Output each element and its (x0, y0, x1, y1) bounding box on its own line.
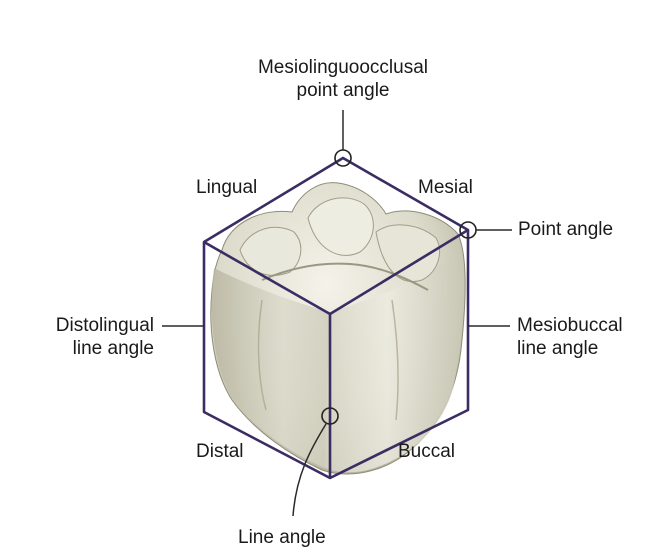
marker-line-angle (321, 407, 339, 425)
label-distolingual-line1: Distolingual (55, 315, 154, 336)
label-mesial: Mesial (418, 177, 473, 198)
label-mesiobuccal-line2: line angle (517, 338, 599, 359)
tooth-cusp-distal (375, 224, 440, 283)
label-mesiolinguoocclusal-line2: point angle (296, 80, 390, 101)
label-line-angle: Line angle (238, 527, 326, 548)
label-distolingual: Distolingual line angle (20, 314, 154, 360)
label-mesiolinguoocclusal-line1: Mesiolinguoocclusal (257, 57, 429, 78)
label-distal: Distal (196, 441, 244, 462)
label-mesiolinguoocclusal: Mesiolinguoocclusal point angle (232, 56, 454, 102)
label-mesiobuccal: Mesiobuccal line angle (517, 314, 623, 360)
label-distolingual-line2: line angle (72, 338, 154, 359)
tooth-buccal-surface (325, 250, 463, 473)
leader-lines (162, 110, 512, 517)
cube-edge-top-right (329, 228, 469, 316)
label-lingual: Lingual (196, 177, 258, 198)
cube-edge-top-left (203, 240, 331, 316)
cube-outline (202, 156, 470, 480)
label-buccal: Buccal (398, 441, 456, 462)
tooth-cusp-mesial (307, 197, 374, 256)
label-point-angle: Point angle (518, 219, 614, 240)
label-mesiobuccal-line1: Mesiobuccal (517, 315, 623, 336)
leader-line-angle (292, 423, 327, 517)
tooth-illustration (210, 182, 466, 475)
tooth-lingual-groove (257, 299, 267, 411)
tooth-occlusal-groove (261, 262, 429, 291)
tooth-buccal-groove (391, 299, 399, 421)
tooth-distal-surface (211, 268, 330, 468)
